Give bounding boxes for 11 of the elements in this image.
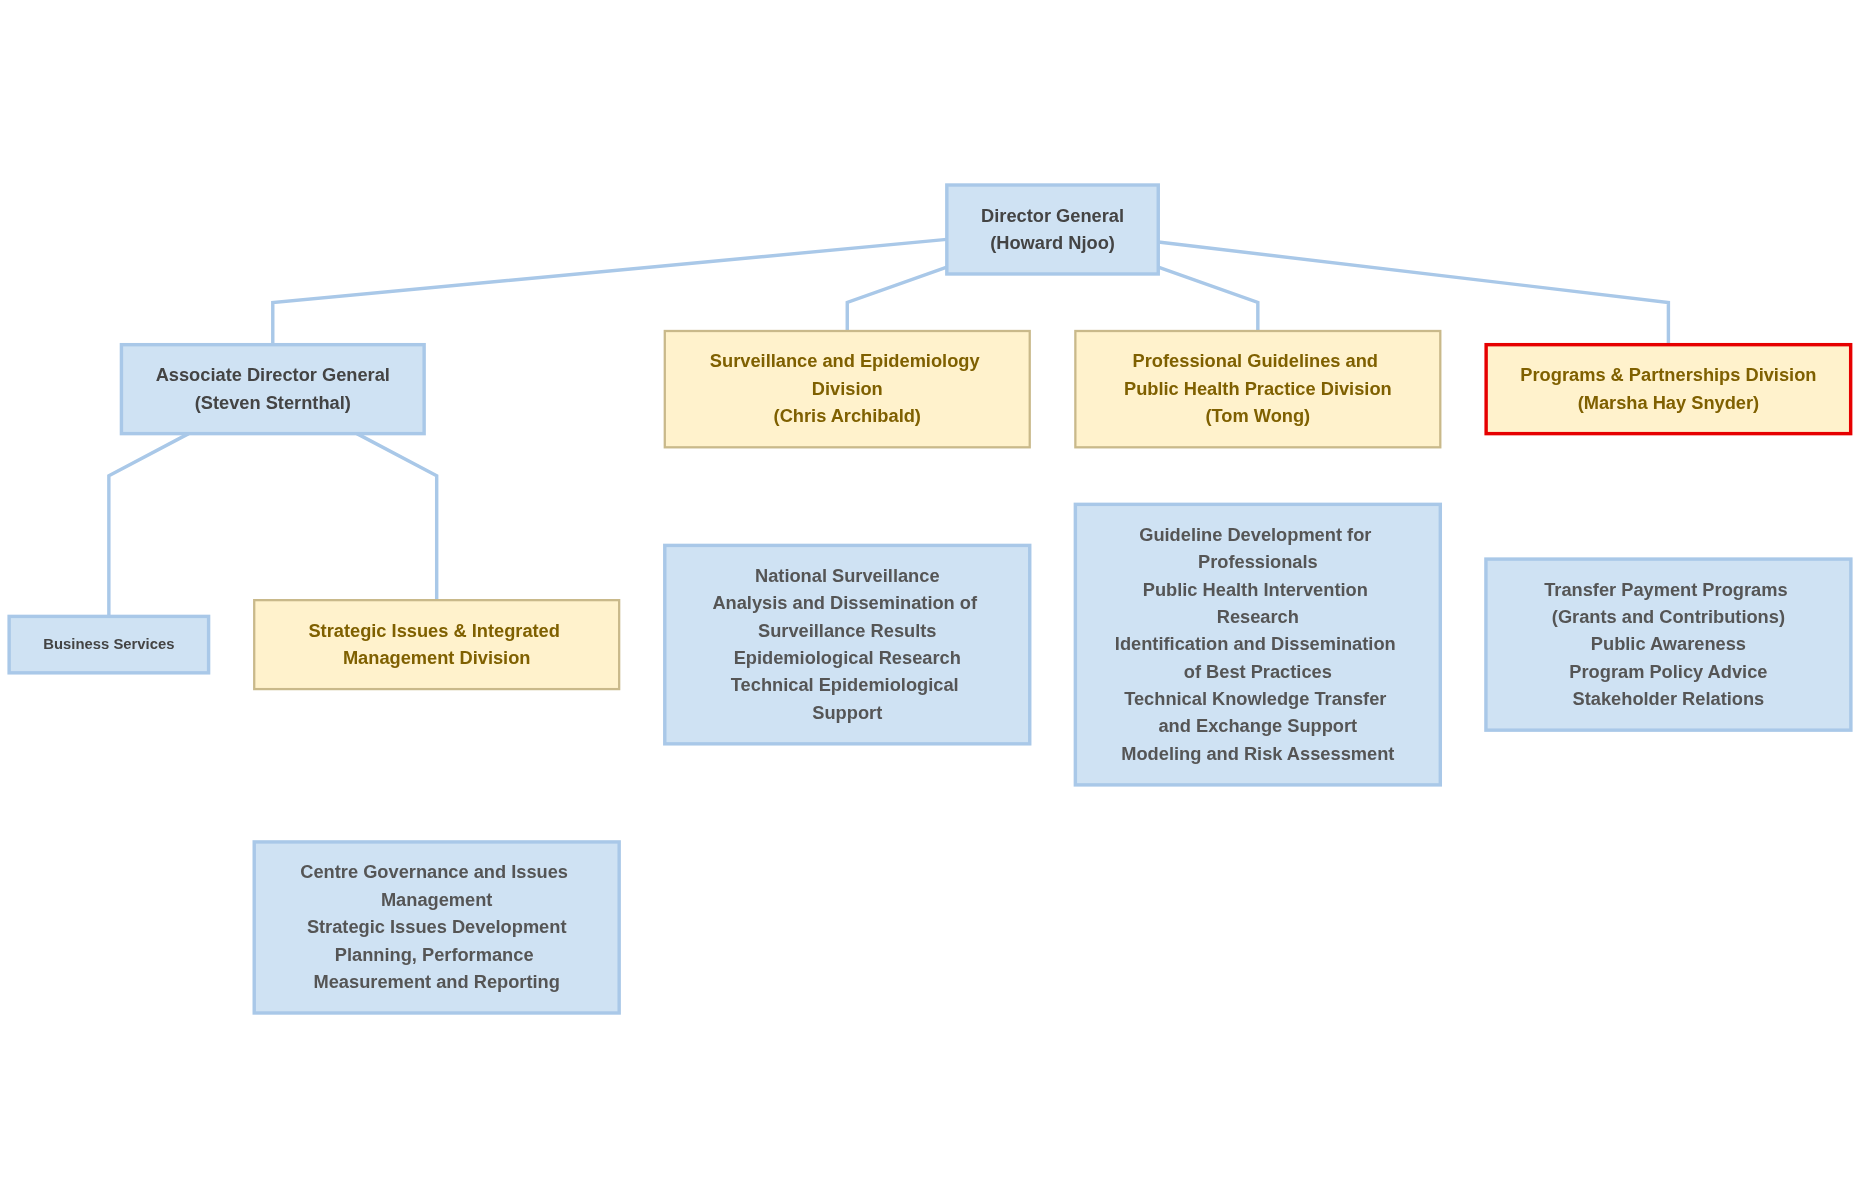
node-box: Guideline Development for Professionals Public Health Intervention Research Identification and Dissemination of Best Practices Technical Knowledge Transfer and Exchange Support Modeling and Risk Assessment [1073,502,1442,787]
node-box: Director General (Howard Njoo) [945,183,1160,276]
node-box: Strategic Issues & Integrated Management Division [253,599,621,691]
node-box: Centre Governance and Issues Management Strategic Issues Development Planning, Performance Measurement and Reporting [252,840,621,1015]
node-box: Associate Director General (Steven Sternthal) [119,342,426,436]
node-box: Transfer Payment Programs (Grants and Contributions) Public Awareness Program Policy Advice Stakeholder Relations [1484,557,1853,732]
node-box: Business Services [7,614,211,675]
node-box: Programs & Partnerships Division (Marsha Hay Snyder) [1484,342,1853,436]
node-box: Professional Guidelines and Public Health Practice Division (Tom Wong) [1074,329,1442,449]
node-box: National Surveillance Analysis and Dissemination of Surveillance Results Epidemiological Research Technical Epidemiological Support [663,543,1032,746]
node-box: Surveillance and Epidemiology Division (Chris Archibald) [663,329,1031,449]
